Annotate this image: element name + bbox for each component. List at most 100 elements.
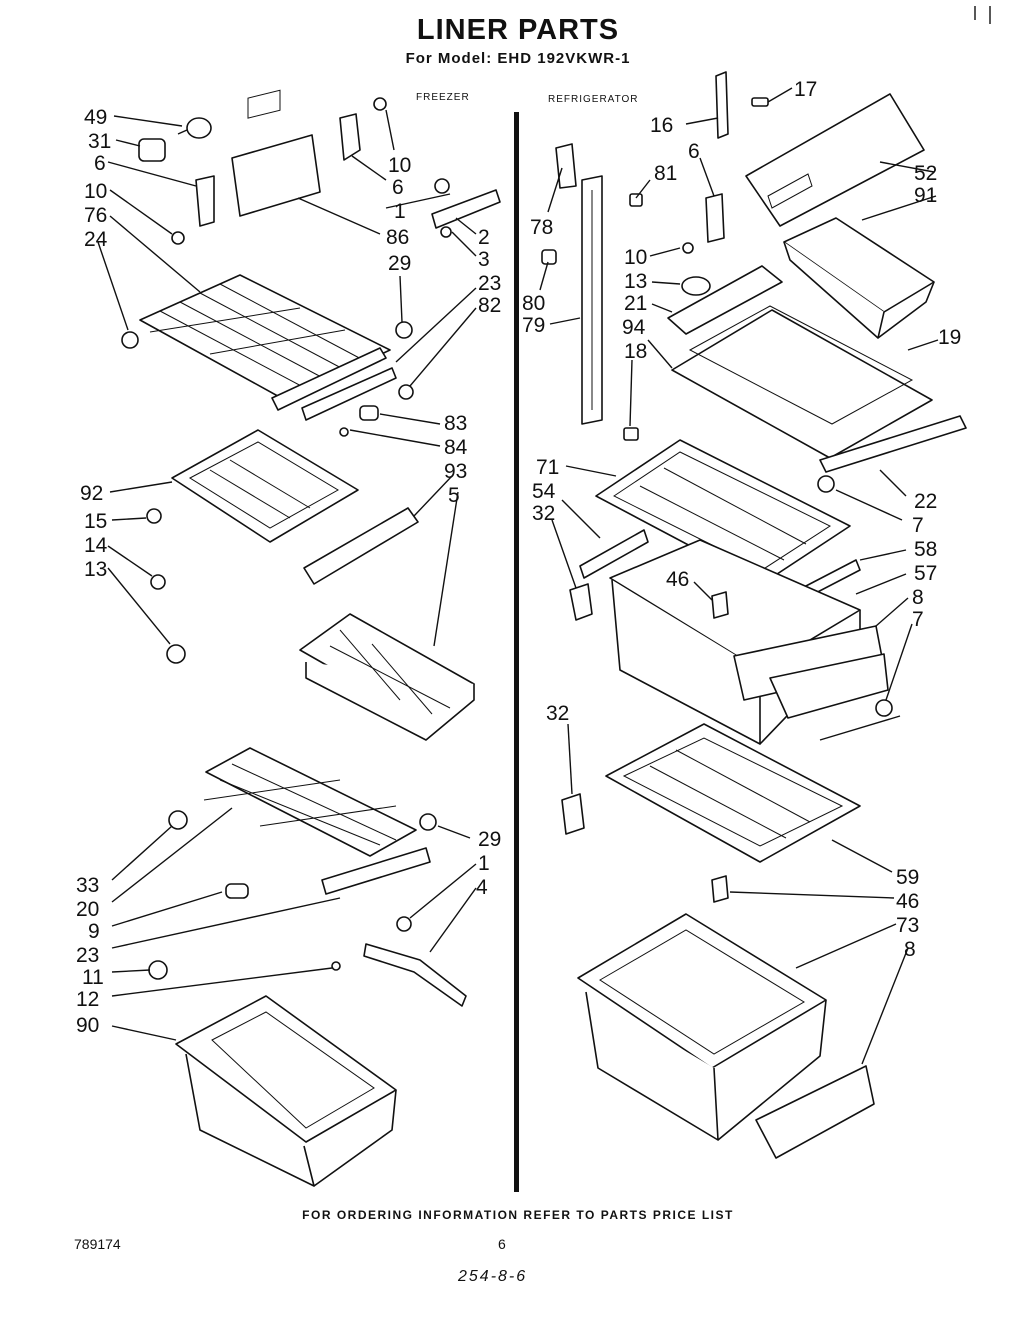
callout-r32b: 32 [546,702,569,725]
callout-r17: 17 [794,78,817,101]
callout-r46a: 46 [666,568,689,591]
freezer-clip-left [171,231,185,245]
freezer-stud-11 [148,960,168,980]
callout-r94: 94 [622,316,646,339]
freezer-screw [440,226,452,238]
fridge-screw-18 [623,427,639,441]
callout-f5: 5 [448,484,460,507]
freezer-shelf-tray [171,429,359,543]
callout-r21: 21 [624,292,647,315]
freezer-shelf-trim-lower [301,367,397,421]
callout-r59: 59 [896,866,919,889]
fridge-bracket-46a [711,591,729,619]
callout-r32a: 32 [532,502,555,525]
freezer-shelf-trim-bottom [321,847,431,895]
freezer-screw-lower [339,427,349,437]
callout-r10: 10 [624,246,647,269]
callout-f12: 12 [76,988,99,1011]
callout-f10a: 10 [84,180,107,203]
callout-r91: 91 [914,184,937,207]
callout-f86: 86 [386,226,409,249]
callout-f76: 76 [84,204,107,227]
callout-f3: 3 [478,248,490,271]
callout-f93: 93 [444,460,467,483]
fridge-bracket-6 [705,193,725,243]
fridge-glass-shelf [671,305,933,459]
fridge-clip-10 [682,242,694,254]
freezer-roller [398,384,414,400]
callout-f6a: 6 [94,152,106,175]
freezer-bushing [359,405,379,421]
callout-f10b: 10 [388,154,411,177]
freezer-stud-15 [146,508,162,524]
fridge-shelf-front-22 [819,415,967,473]
fridge-drawer-front-8b [755,1065,875,1159]
ordering-info-note: FOR ORDERING INFORMATION REFER TO PARTS … [302,1208,734,1222]
model-subtitle: For Model: EHD 192VKWR-1 [405,50,631,67]
callout-r81: 81 [654,162,677,185]
callout-r46b: 46 [896,890,919,913]
center-divider [514,112,519,1192]
freezer-wire-shelf-upper [139,274,391,401]
callout-f2: 2 [478,226,490,249]
fridge-roller-13 [681,276,711,296]
callout-r13: 13 [624,270,647,293]
callout-f29b: 29 [478,828,501,851]
callout-r58: 58 [914,538,937,561]
callout-r78: 78 [530,216,553,239]
callout-f33: 33 [76,874,99,897]
fridge-bracket-78 [555,143,577,189]
freezer-light-socket [138,138,166,162]
fridge-trim-54 [579,529,649,579]
callout-r52: 52 [914,162,937,185]
freezer-support-bracket [363,943,467,1007]
fridge-bushing-80 [541,249,557,265]
callout-f11: 11 [82,966,104,989]
callout-r8a: 8 [912,586,924,609]
refrigerator-section-label: REFRIGERATOR [548,94,639,105]
handwritten-note: 254-8-6 [458,1268,528,1285]
callout-f1b: 1 [478,852,490,875]
freezer-section-label: FREEZER [416,92,470,103]
callout-r8b: 8 [904,938,916,961]
freezer-stud-29 [419,813,437,831]
fridge-shelf-tray-59 [605,723,861,863]
freezer-bushing-9 [225,883,249,899]
callout-r22: 22 [914,490,937,513]
callout-f31: 31 [88,130,111,153]
callout-r7b: 7 [912,608,924,631]
callout-f1a: 1 [394,200,406,223]
freezer-basket [175,995,397,1187]
fridge-hinge-16 [715,71,729,139]
fridge-bracket-32b [561,793,585,835]
freezer-shelf-front [303,507,419,585]
fridge-stud-7a [817,475,835,493]
callout-r54: 54 [532,480,556,503]
callout-numbers: 49 31 6 10 76 24 10 6 1 86 2 3 29 23 82 … [76,78,961,1037]
freezer-roller-13 [166,644,186,664]
callout-f20: 20 [76,898,99,921]
callout-r73: 73 [896,914,919,937]
fridge-crisper-drawer-73 [577,913,827,1141]
freezer-clip-1 [396,916,412,932]
fridge-crisper-drawer-small [783,217,935,339]
callout-f49: 49 [84,106,107,129]
leader-lines [97,87,939,1065]
document-number: 789174 [74,1236,121,1252]
freezer-screw-12 [331,961,341,971]
fridge-screw-17 [751,97,769,107]
fridge-bracket-46b [711,875,729,903]
ice-cube-tray [299,613,475,741]
freezer-upper-bracket [339,113,361,161]
callout-f14: 14 [84,534,108,557]
fridge-control-housing [745,93,925,227]
callout-r19: 19 [938,326,961,349]
fridge-bracket-32a [569,583,593,621]
callout-f24: 24 [84,228,108,251]
callout-r71: 71 [536,456,559,479]
page-number: 6 [498,1236,506,1252]
callout-r16: 16 [650,114,673,137]
callout-f15: 15 [84,510,107,533]
freezer-shelf-stud [121,331,139,349]
